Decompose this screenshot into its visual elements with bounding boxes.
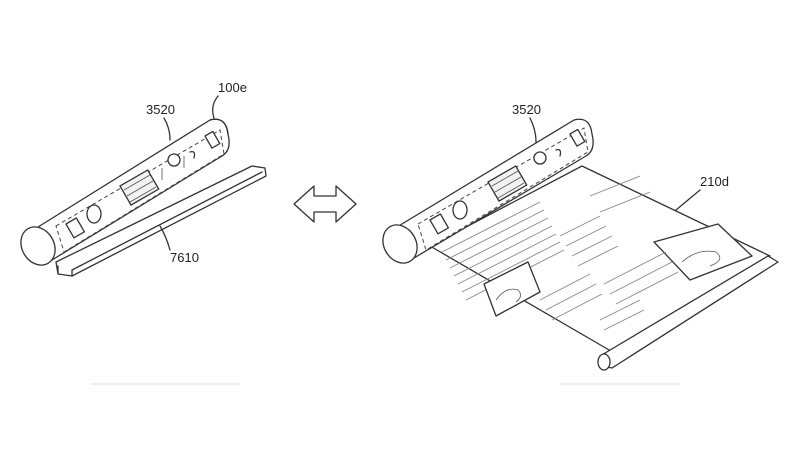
left-labels: 100e 3520 7610	[146, 80, 247, 265]
screen-text-column	[441, 201, 565, 301]
double-headed-arrow-icon	[293, 185, 357, 223]
base-plate	[55, 165, 267, 277]
screen-picture-lower	[483, 261, 541, 317]
display-region-left	[55, 129, 225, 253]
screen-picture-right	[653, 223, 753, 281]
face-icon	[86, 204, 102, 224]
label-210d: 210d	[700, 174, 729, 189]
label-3520-left: 3520	[146, 102, 175, 117]
display-region-right	[417, 127, 589, 251]
phone-icon	[533, 148, 562, 165]
label-3520-right: 3520	[512, 102, 541, 117]
label-7610: 7610	[170, 250, 199, 265]
unrolled-screen	[429, 165, 779, 371]
keypad-icon	[487, 165, 528, 202]
label-100e: 100e	[218, 80, 247, 95]
right-device-assembly: 3520 210d	[382, 102, 779, 371]
screen-list-middle	[539, 175, 679, 331]
document-icon	[429, 213, 450, 235]
right-labels: 3520 210d	[512, 102, 729, 211]
left-device-assembly: 100e 3520 7610	[20, 80, 267, 277]
face-icon	[452, 200, 468, 220]
phone-icon	[167, 150, 196, 167]
keypad-icon	[119, 169, 160, 206]
document-icon	[65, 217, 86, 239]
